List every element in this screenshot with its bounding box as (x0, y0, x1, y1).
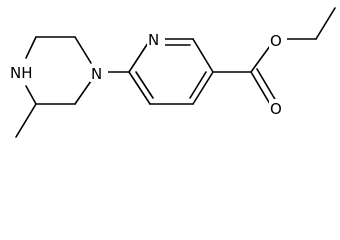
pyridine-bond-c6-c5 (192, 38, 214, 73)
piperazine-bond-n4-c3 (74, 36, 92, 64)
pyridine-bond-c3-c2 (128, 71, 151, 105)
piperazine-bond-c2-n1 (25, 36, 37, 59)
ester-bond-ch2-ch3 (315, 7, 336, 40)
methyl-bond (15, 103, 37, 138)
chemical-structure: N N NH O O (10, 7, 336, 138)
pyridine-bond-c2-n1 (128, 42, 149, 73)
piperazine-bond-n1-c6 (25, 85, 37, 105)
ester-bond-carbonyl-ether (250, 45, 271, 73)
piperazine-bond-c5-n4 (74, 80, 92, 105)
pyridine-bond-c3-c2-inner (135, 71, 154, 99)
ester-carbonyl-oxygen-label: O (270, 100, 282, 118)
piperazine-nh-label: NH (10, 64, 33, 82)
ester-bond-carbonyl-oxygen (250, 71, 271, 105)
atom-labels: N N NH O O (10, 30, 287, 118)
ester-carbonyl-oxygen-bg (269, 99, 287, 117)
pyridine-nitrogen-bg (147, 30, 165, 48)
pyridine-bond-c5-c4 (192, 71, 214, 105)
piperazine-aryl-nitrogen-label: N (91, 65, 102, 83)
piperazine-nh-bg (10, 63, 40, 81)
pyridine-bond-c5-c4-inner (189, 71, 207, 99)
ester-ether-oxygen-label: O (270, 32, 282, 50)
bonds (15, 7, 336, 138)
piperazine-aryl-nitrogen-bg (90, 64, 108, 82)
pyridine-nitrogen-label: N (148, 31, 159, 49)
ester-ether-oxygen-bg (269, 31, 287, 49)
ester-bond-carbonyl-oxygen-inner (256, 68, 277, 102)
